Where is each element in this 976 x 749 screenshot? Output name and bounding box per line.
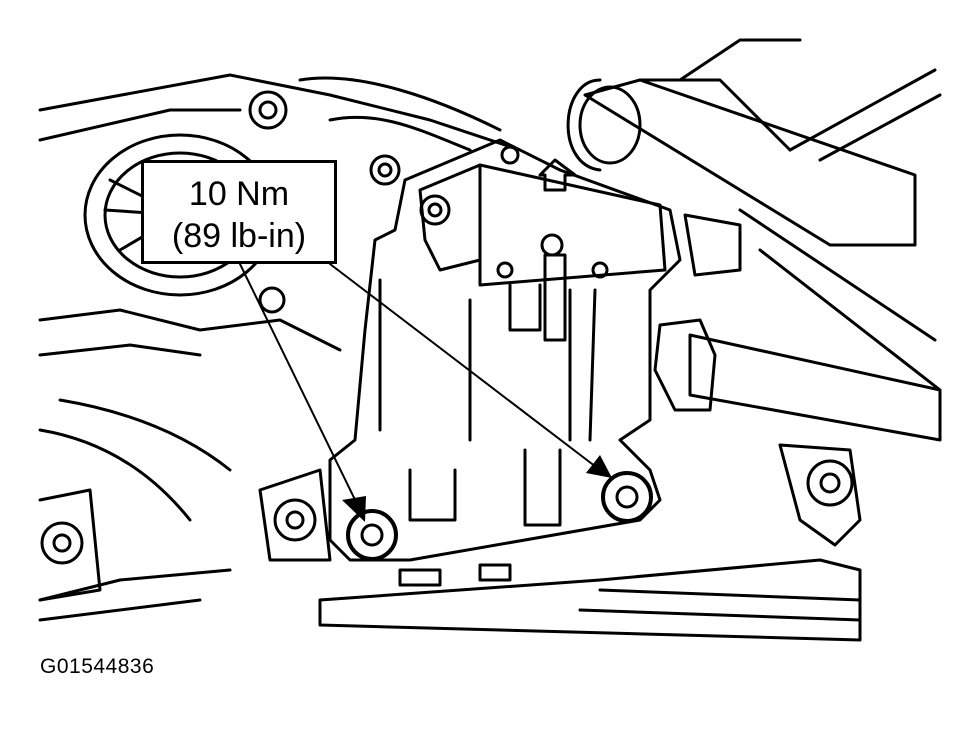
background-engine-lines [38, 38, 942, 622]
leader-arrowheads [342, 455, 612, 522]
upper-hose [566, 78, 917, 247]
figure-id: G01544836 [40, 655, 155, 678]
lower-structure [38, 443, 862, 642]
torque-lbin-label: (89 lb-in) [171, 217, 307, 255]
sensor-bracket [328, 138, 742, 562]
leader-lines [239, 263, 601, 511]
lower-hose [653, 318, 942, 442]
lower-bolts [40, 459, 854, 565]
torque-callout: 10 Nm (89 lb-in) [141, 160, 337, 264]
upper-bolts [248, 90, 401, 314]
torque-nm-label: 10 Nm [188, 175, 290, 213]
